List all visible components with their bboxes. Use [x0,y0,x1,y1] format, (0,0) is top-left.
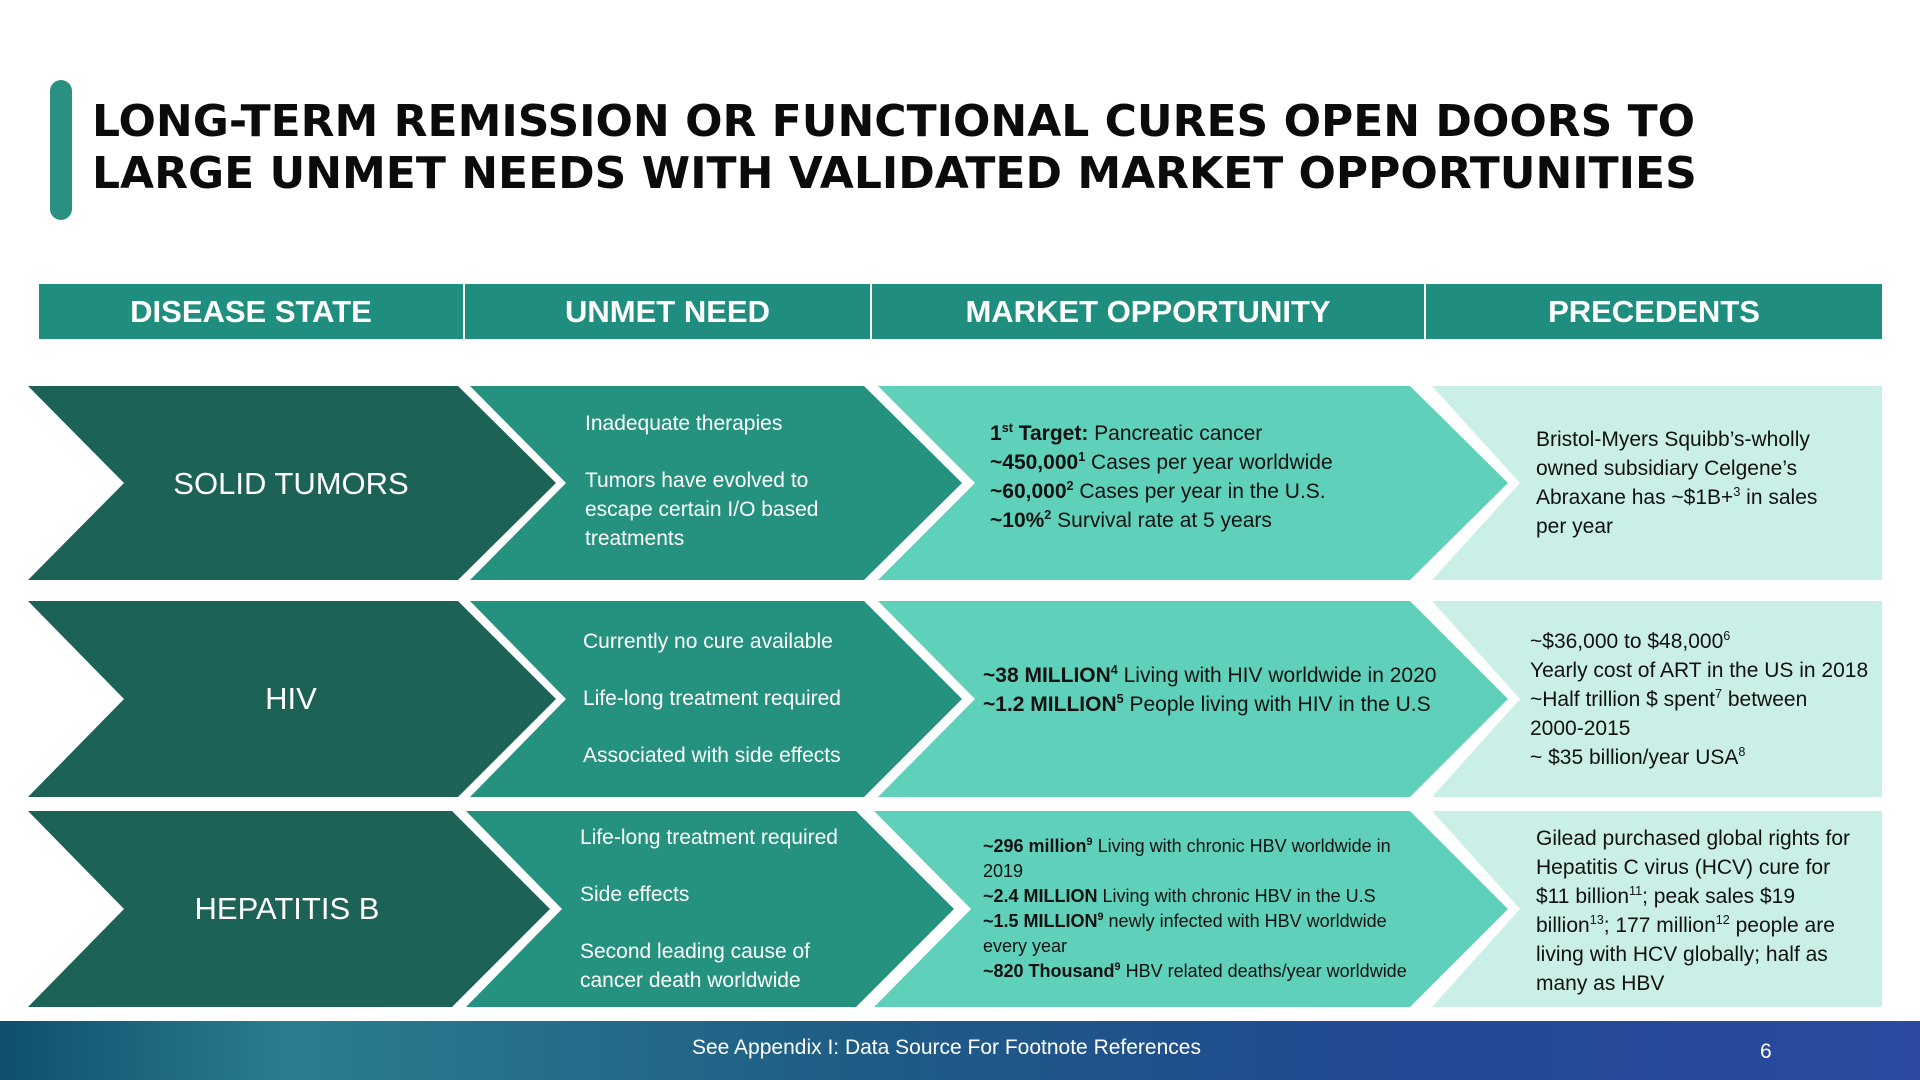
market-item: ~38 MILLION4 Living with HIV worldwide i… [983,663,1437,687]
precedent-line: Gilead purchased global rights for [1536,827,1851,850]
disease-solid-tumors: SOLID TUMORS [173,466,409,501]
precedent-line: ~Half trillion $ spent7 between [1530,687,1808,711]
precedent-line: Abraxane has ~$1B+3 in sales [1536,485,1818,509]
row3-need-chevron [466,811,954,1007]
market-item: 1st Target: Pancreatic cancer [990,421,1263,445]
market-item: ~1.5 MILLION9 newly infected with HBV wo… [983,911,1387,931]
row3-disease-chevron [28,811,550,1007]
row3-market-opportunity: ~296 million9 Living with chronic HBV wo… [983,834,1407,984]
row2-market-chevron [878,601,1508,797]
row2-need-chevron [470,601,962,797]
row1-market-opportunity: 1st Target: Pancreatic cancer ~450,0001 … [990,419,1333,535]
market-item: 2019 [983,861,1024,881]
row3-precedents: Gilead purchased global rights for Hepat… [1536,824,1850,998]
market-item: ~60,0002 Cases per year in the U.S. [990,479,1326,503]
market-item: ~10%2 Survival rate at 5 years [990,508,1272,532]
title-line-2: LARGE UNMET NEEDS WITH VALIDATED MARKET … [92,148,1697,199]
market-item: ~820 Thousand9 HBV related deaths/year w… [983,961,1407,981]
disease-hepatitis-b: HEPATITIS B [194,891,380,926]
title-accent-bar [50,80,72,220]
need-item: cancer death worldwide [580,969,801,992]
row2-unmet-need: Currently no cure available Life-long tr… [583,627,841,770]
need-item: Currently no cure available [583,630,833,653]
precedent-line: ~$36,000 to $48,0006 [1530,629,1731,653]
row1-disease-chevron [28,386,556,580]
row1-precedents: Bristol-Myers Squibb’s-wholly owned subs… [1536,425,1817,541]
market-item: every year [983,936,1068,956]
row3-unmet-need: Life-long treatment required Side effect… [580,823,838,995]
column-headers: DISEASE STATE UNMET NEED MARKET OPPORTUN… [39,284,1882,339]
row1-unmet-need: Inadequate therapies Tumors have evolved… [585,409,818,553]
precedent-line: 2000-2015 [1530,717,1631,740]
need-item: Tumors have evolved to [585,469,809,492]
header-unmet-need: UNMET NEED [465,284,870,339]
page-title: LONG-TERM REMISSION OR FUNCTIONAL CURES … [92,96,1892,200]
market-item: ~1.2 MILLION5 People living with HIV in … [983,692,1431,716]
row2-disease-chevron [28,601,556,797]
row2-market-opportunity: ~38 MILLION4 Living with HIV worldwide i… [983,661,1436,719]
row2-precedent-box [1432,601,1882,797]
market-item: ~2.4 MILLION Living with chronic HBV in … [983,886,1376,906]
market-item: ~450,0001 Cases per year worldwide [990,450,1333,474]
header-disease-state: DISEASE STATE [39,284,463,339]
precedent-line: Yearly cost of ART in the US in 2018 [1530,659,1869,682]
precedent-line: Bristol-Myers Squibb’s-wholly [1536,428,1810,451]
row2-precedents: ~$36,000 to $48,0006 Yearly cost of ART … [1530,627,1868,772]
need-item: escape certain I/O based [585,498,819,521]
precedent-line: billion13; 177 million12 people are [1536,913,1835,937]
need-item: Inadequate therapies [585,412,783,435]
need-item: Second leading cause of [580,940,811,963]
header-market-opportunity: MARKET OPPORTUNITY [872,284,1424,339]
footer-note: See Appendix I: Data Source For Footnote… [692,1036,1201,1059]
need-item: treatments [585,527,685,550]
row1-precedent-box [1432,386,1882,580]
page-number: 6 [1760,1040,1772,1063]
precedent-line: Hepatitis C virus (HCV) cure for [1536,856,1831,879]
disease-hiv: HIV [265,681,317,716]
precedent-line: ~ $35 billion/year USA8 [1530,745,1746,769]
row1-market-chevron [878,386,1508,580]
row3-market-chevron [874,811,1508,1007]
row1-need-chevron [470,386,962,580]
footer-banner [0,1021,1920,1080]
precedent-line: $11 billion11; peak sales $19 [1536,884,1796,908]
precedent-line: many as HBV [1536,972,1665,995]
precedent-line: per year [1536,515,1614,538]
title-line-1: LONG-TERM REMISSION OR FUNCTIONAL CURES … [92,96,1696,147]
row3-precedent-box [1432,811,1882,1007]
need-item: Side effects [580,883,690,906]
precedent-line: owned subsidiary Celgene’s [1536,457,1798,480]
precedent-line: living with HCV globally; half as [1536,943,1828,966]
market-item: ~296 million9 Living with chronic HBV wo… [983,836,1391,856]
need-item: Associated with side effects [583,744,841,767]
need-item: Life-long treatment required [580,826,838,849]
need-item: Life-long treatment required [583,687,841,710]
header-precedents: PRECEDENTS [1426,284,1882,339]
